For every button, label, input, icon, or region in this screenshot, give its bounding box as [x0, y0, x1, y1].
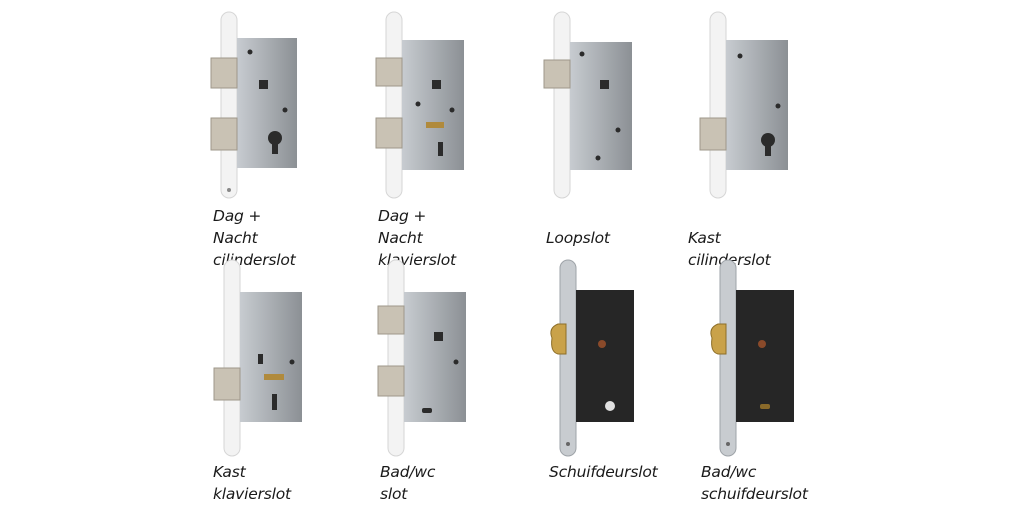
bathroom-sliding-lock-icon: [710, 259, 794, 457]
bathroom-lock-icon: [377, 259, 466, 457]
cylinder-lock-icon: [210, 11, 297, 199]
cabinet-lever-lock-icon: [213, 259, 302, 457]
latch-lock-icon: [543, 11, 632, 199]
sliding-door-lock-icon: [550, 259, 634, 457]
product-caption: Kast klavierslot: [213, 463, 291, 503]
cabinet-cylinder-lock-icon: [699, 11, 788, 199]
product-caption: Bad/wc schuifdeurslot: [701, 463, 808, 503]
lever-lock-icon: [375, 11, 464, 199]
product-caption: Bad/wc slot: [380, 463, 436, 503]
product-caption: Loopslot: [546, 229, 610, 247]
product-caption: Schuifdeurslot: [549, 463, 658, 481]
